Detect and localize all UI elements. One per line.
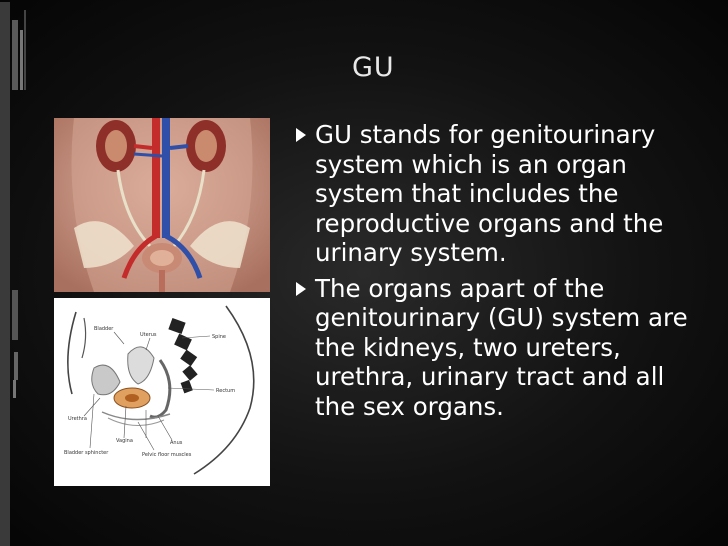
- decorative-bar: [12, 20, 18, 90]
- bullet-arrow-icon: [296, 128, 306, 142]
- diagram-label-anus: Anus: [170, 440, 183, 446]
- decorative-bar: [13, 380, 16, 398]
- diagram-label-bladder: Bladder: [94, 326, 114, 332]
- urinary-anatomy-image: [54, 118, 270, 292]
- decorative-bar: [24, 10, 26, 90]
- bullet-item: The organs apart of the genitourinary (G…: [296, 274, 706, 422]
- bullet-text: The organs apart of the genitourinary (G…: [315, 273, 688, 421]
- bullet-list: GU stands for genitourinary system which…: [296, 120, 706, 427]
- bullet-item: GU stands for genitourinary system which…: [296, 120, 706, 268]
- diagram-label-rectum: Rectum: [216, 388, 235, 394]
- bullet-text: GU stands for genitourinary system which…: [315, 120, 664, 267]
- decorative-bar: [14, 352, 18, 380]
- decorative-bar: [12, 290, 18, 340]
- diagram-label-spine: Spine: [212, 334, 226, 340]
- urinary-anatomy-illustration: [54, 118, 270, 292]
- pelvic-diagram-image: Bladder Uterus Spine Rectum Urethra Vagi…: [54, 298, 270, 486]
- slide-title: GU: [352, 52, 395, 83]
- diagram-label-vagina: Vagina: [116, 438, 133, 444]
- decorative-bar: [0, 2, 10, 546]
- diagram-label-pelvic-floor-muscles: Pelvic floor muscles: [142, 452, 192, 458]
- diagram-label-bladder-sphincter: Bladder sphincter: [64, 450, 109, 456]
- diagram-label-urethra: Urethra: [68, 416, 87, 422]
- decorative-bar: [20, 30, 23, 90]
- diagram-label-uterus: Uterus: [140, 332, 157, 338]
- pelvic-cross-section-diagram: Bladder Uterus Spine Rectum Urethra Vagi…: [54, 298, 270, 486]
- bullet-arrow-icon: [296, 281, 306, 296]
